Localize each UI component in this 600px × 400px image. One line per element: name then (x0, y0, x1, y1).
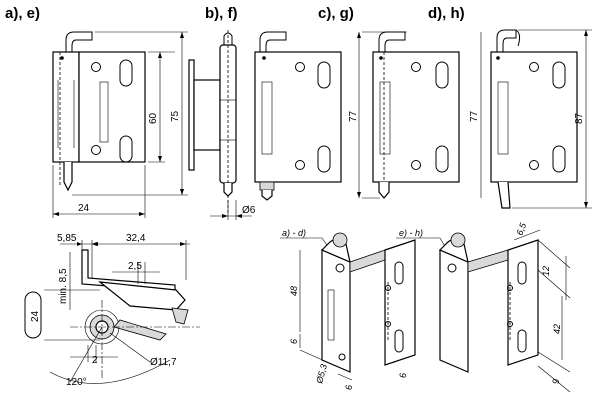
iso-left-dim-6b: 6 (344, 385, 354, 390)
detail-dim-2: 2 (92, 355, 98, 366)
view-b-side-plate (188, 59, 195, 171)
iso-left-plate (384, 239, 416, 366)
detail-section: 5,85 32,4 2,5 min. 8,5 24 2 Ø11,7 1 (24, 233, 200, 388)
view-d-label: d), h) (428, 5, 465, 22)
detail-dim-25: 2,5 (128, 261, 142, 272)
view-a-height-inner-dim: 60 (148, 112, 159, 124)
view-a-pin (65, 31, 93, 55)
iso-left-dim-6c: 6 (398, 373, 408, 378)
view-b: b), f) Ø6 (188, 5, 342, 220)
iso-right: e) - h) 6,5 12 42 9 (396, 221, 571, 393)
detail-dim-120: 120° (66, 377, 87, 388)
view-c-label: c), g) (318, 5, 354, 22)
view-a-label: a), e) (5, 5, 40, 22)
detail-dim-324: 32,4 (126, 233, 146, 244)
iso-right-dim-12: 12 (541, 266, 551, 276)
view-a-hole-top (91, 62, 101, 72)
view-a-slot-top (119, 59, 133, 87)
iso-right-label: e) - h) (399, 228, 423, 238)
view-c: c), g) 77 77 (318, 5, 482, 199)
iso-right-dim-65: 6,5 (514, 221, 528, 237)
detail-angle-plate (81, 249, 176, 292)
view-c-height-dim-2: 77 (469, 110, 480, 122)
iso-right-leaf (439, 249, 469, 373)
view-b-plate (254, 51, 342, 183)
view-a-knuckle-leaf (52, 51, 80, 163)
iso-left-dim-6: 6 (289, 339, 299, 344)
iso-right-dim-42: 42 (552, 324, 562, 334)
view-b-diameter-dim: Ø6 (242, 205, 256, 216)
iso-left-label: a) - d) (282, 228, 306, 238)
view-c-height-dim: 77 (348, 110, 359, 122)
view-a-height-outer-dim: 75 (170, 110, 181, 122)
detail-dim-585: 5,85 (57, 233, 77, 244)
view-d: d), h) 87 (428, 5, 592, 209)
view-b-label: b), f) (205, 5, 237, 22)
view-a: a), e) 24 60 75 (5, 5, 188, 218)
iso-left-dim-53: Ø5,3 (314, 363, 329, 385)
detail-dim-phi117: Ø11,7 (150, 357, 177, 368)
detail-dim-24: 24 (30, 310, 41, 322)
view-a-width-dim: 24 (78, 203, 90, 214)
view-a-slot-bottom (119, 135, 133, 163)
view-a-plate-leaf (78, 51, 146, 163)
iso-right-plate (507, 239, 539, 366)
iso-left-dim-48: 48 (289, 286, 299, 296)
view-d-height-dim: 87 (574, 112, 585, 124)
iso-left: a) - d) 48 6 Ø5,3 6 6 (280, 228, 416, 390)
detail-dim-min85: min. 8,5 (58, 268, 69, 304)
iso-right-dim-9: 9 (551, 379, 561, 384)
view-a-hole-bottom (91, 145, 101, 155)
